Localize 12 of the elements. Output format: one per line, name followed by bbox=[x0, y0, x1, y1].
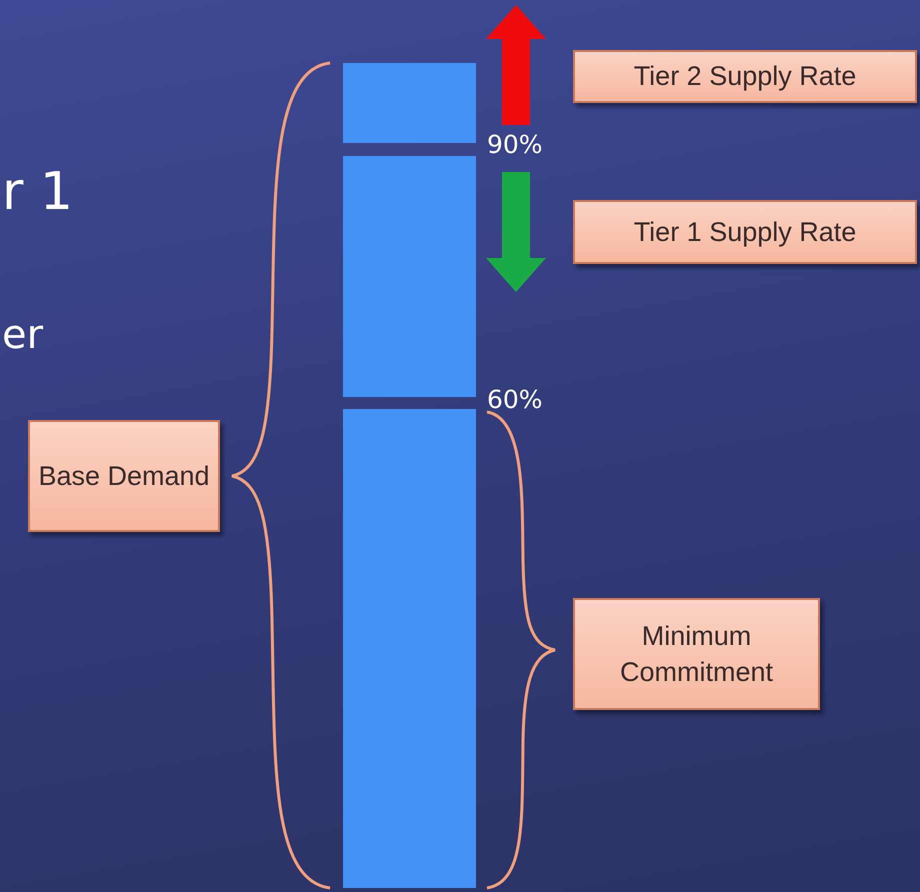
label-box bbox=[28, 420, 220, 532]
label-box bbox=[573, 50, 917, 103]
percent-label: 90% bbox=[487, 130, 543, 159]
box-text: Tier 1 Supply Rate bbox=[634, 216, 856, 249]
box-text: Tier 2 Supply Rate bbox=[634, 60, 856, 94]
box-text: Minimum Commitment bbox=[618, 620, 774, 689]
box-text: Base Demand bbox=[38, 460, 210, 493]
label-box bbox=[573, 200, 917, 264]
label-box bbox=[573, 598, 820, 710]
percent-label: 60% bbox=[487, 385, 543, 414]
slide-text: r 1 bbox=[2, 162, 73, 222]
slide-text: er bbox=[2, 312, 44, 358]
